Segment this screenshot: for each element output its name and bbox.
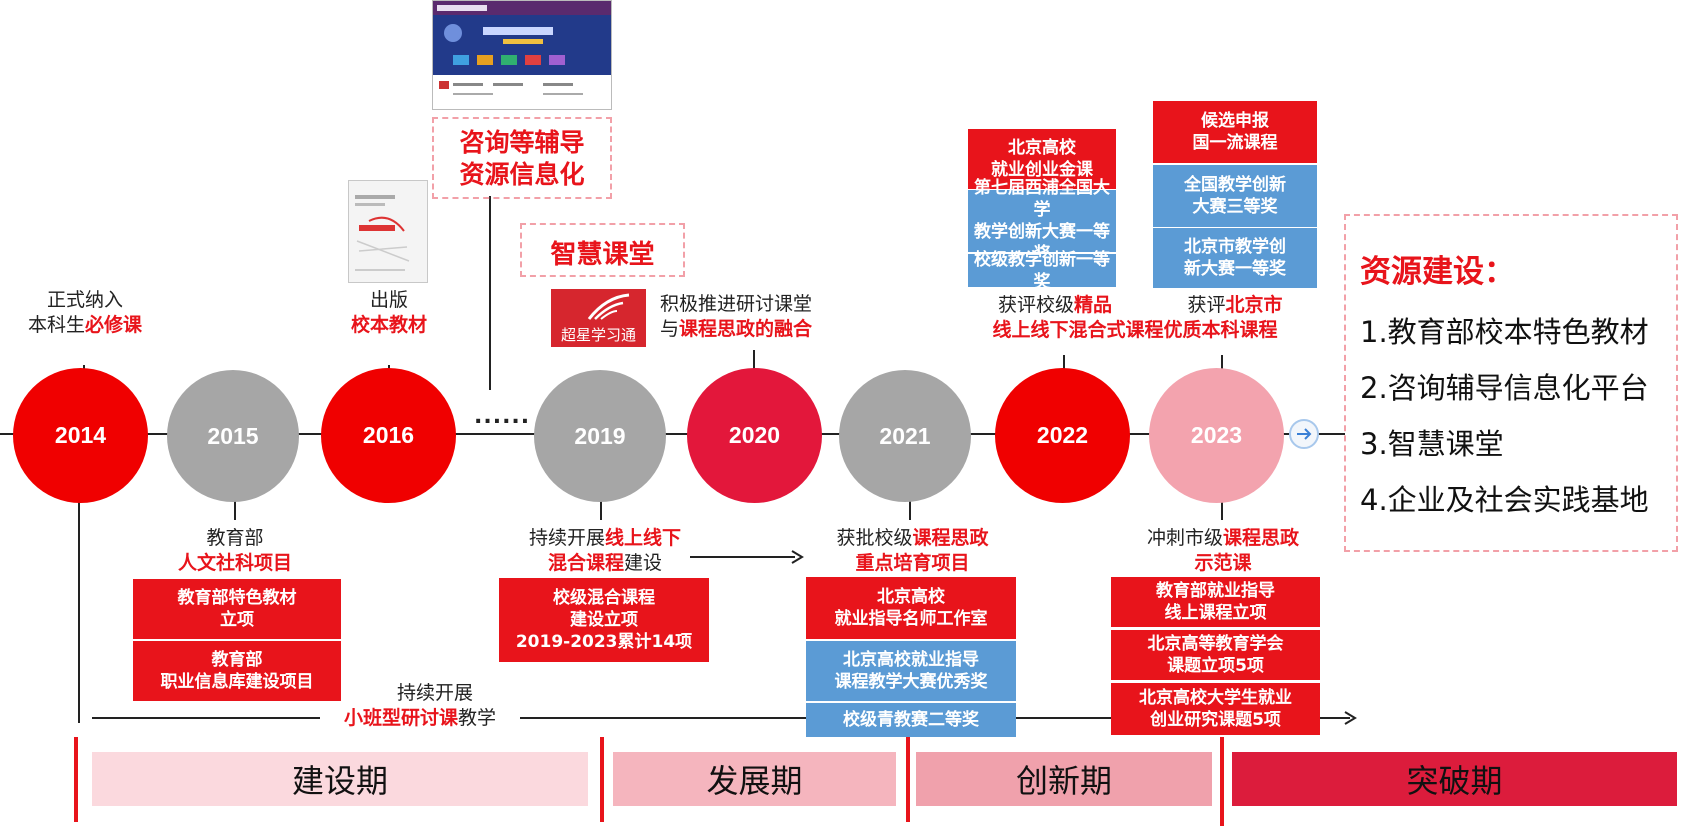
resources-title: 资源建设：	[1360, 254, 1515, 290]
label-2021-bottom: 获批校级课程思政 重点培育项目	[836, 527, 989, 574]
resources-item: 4.企业及社会实践基地	[1360, 483, 1649, 517]
year-node-2021: 2021	[839, 370, 971, 502]
award-box-2022-3: 校级教学创新一等奖	[968, 250, 1116, 292]
arrow-head-icon	[791, 550, 804, 564]
phase-divider	[906, 737, 910, 822]
phase-divider	[1220, 737, 1224, 826]
phase-innovation: 创新期	[916, 752, 1212, 806]
smart-classroom-box: 智慧课堂	[520, 223, 685, 277]
textbook-cover-image	[348, 180, 428, 283]
next-arrow-icon[interactable]	[1289, 419, 1319, 449]
resources-list: 1.教育部校本特色教材 2.咨询辅导信息化平台 3.智慧课堂 4.企业及社会实践…	[1360, 304, 1649, 528]
award-box-2023-3: 北京市教学创新大赛一等奖	[1153, 228, 1317, 288]
resources-item: 2.咨询辅导信息化平台	[1360, 371, 1649, 405]
resources-item: 1.教育部校本特色教材	[1360, 315, 1649, 349]
small-class-line	[1016, 717, 1111, 719]
label-2023-bottom: 冲刺市级课程思政 示范课	[1146, 527, 1300, 574]
year-node-2019: 2019	[534, 370, 666, 502]
award-box-2023-2: 全国教学创新大赛三等奖	[1153, 165, 1317, 227]
label-2020-top: 积极推进研讨课堂 与课程思政的融合	[660, 293, 813, 340]
arrow-line	[690, 556, 795, 558]
small-class-line	[520, 717, 806, 719]
label-2016-top: 出版 校本教材	[350, 289, 427, 336]
year-node-2014: 2014	[13, 368, 148, 503]
label-2022-top-line1: 获评校级精品	[997, 294, 1113, 316]
connector	[1221, 355, 1223, 373]
year-node-2020: 2020	[687, 368, 822, 503]
year-node-2016: 2016	[321, 368, 456, 503]
resources-item: 3.智慧课堂	[1360, 427, 1504, 461]
chaoxing-logo: 超星学习通	[551, 289, 646, 347]
year-node-2022: 2022	[995, 368, 1130, 503]
connector	[489, 196, 491, 390]
resources-panel: 资源建设： 1.教育部校本特色教材 2.咨询辅导信息化平台 3.智慧课堂 4.企…	[1344, 214, 1678, 552]
project-box-2015-1: 教育部特色教材立项	[133, 579, 341, 639]
phase-divider	[600, 737, 604, 822]
connector	[1063, 355, 1065, 373]
label-small-class-line2: 小班型研讨课教学	[320, 706, 520, 731]
phase-divider	[74, 737, 78, 822]
connector	[78, 498, 80, 723]
arrow-head-icon	[1344, 711, 1357, 725]
phase-development: 发展期	[613, 752, 896, 806]
label-small-class: 持续开展	[396, 682, 473, 704]
phase-breakthrough: 突破期	[1232, 752, 1677, 806]
timeline-axis	[0, 433, 1345, 435]
label-2015-bottom: 教育部 人文社科项目	[177, 527, 292, 574]
label-2019-bottom: 持续开展线上线下 混合课程建设	[528, 527, 682, 574]
connector	[753, 350, 755, 372]
project-box-2021-3: 校级青教赛二等奖	[806, 703, 1016, 737]
project-box-2021-2: 北京高校就业指导课程教学大赛优秀奖	[806, 641, 1016, 701]
year-node-2015: 2015	[167, 370, 299, 502]
small-class-line	[1320, 717, 1350, 719]
project-box-2023-3: 北京高校大学生就业创业研究课题5项	[1111, 683, 1320, 735]
website-screenshot-image	[432, 0, 612, 110]
project-box-2023-2: 北京高等教育学会课题立项5项	[1111, 630, 1320, 680]
label-2022-2023-top-line2: 线上线下混合式课程优质本科课程	[992, 319, 1278, 341]
thumbnail-caption-box: 咨询等辅导 资源信息化	[432, 117, 612, 199]
award-box-2023-1: 候选申报国一流课程	[1153, 101, 1317, 163]
label-2014-top: 正式纳入 本科生必修课	[27, 289, 143, 336]
connector	[909, 498, 911, 520]
phase-construction: 建设期	[92, 752, 588, 806]
project-box-2015-2: 教育部职业信息库建设项目	[133, 641, 341, 701]
connector	[234, 498, 236, 520]
ellipsis: ......	[474, 404, 531, 429]
project-box-2023-1: 教育部就业指导线上课程立项	[1111, 577, 1320, 627]
connector	[1221, 498, 1223, 520]
label-2023-top-line1: 获评北京市	[1187, 294, 1283, 316]
year-node-2023: 2023	[1149, 368, 1284, 503]
small-class-line	[92, 717, 320, 719]
connector	[600, 498, 602, 520]
project-box-2021-1: 北京高校就业指导名师工作室	[806, 577, 1016, 639]
award-box-2022-1: 北京高校就业创业金课	[968, 129, 1116, 189]
award-box-2022-2: 第七届西浦全国大学教学创新大赛一等奖	[968, 178, 1116, 264]
